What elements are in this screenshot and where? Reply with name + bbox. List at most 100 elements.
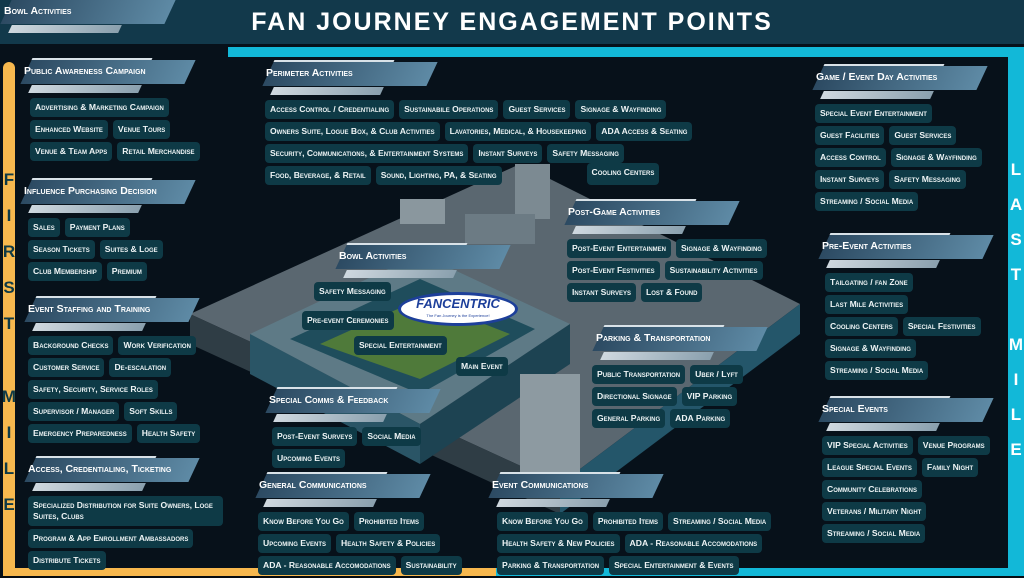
engagement-chip[interactable]: Sustainability Activities [664,261,763,280]
engagement-chip[interactable]: Streaming / Social Media [668,512,772,531]
engagement-chip[interactable]: Special Entertainment [354,336,447,355]
engagement-chip[interactable]: Health Safety & Policies [336,534,441,553]
engagement-chip[interactable]: Retail Merchandise [117,142,200,161]
engagement-chip[interactable]: Enhanced Website [30,120,108,139]
engagement-chip[interactable]: Suites & Loge [99,240,163,259]
engagement-chip[interactable]: Veterans / Military Night [822,502,927,521]
engagement-chip[interactable]: Cooling Centers [825,317,898,336]
engagement-chip[interactable]: Sales [28,218,60,237]
engagement-chip[interactable]: Venue Programs [917,436,990,455]
engagement-chip[interactable]: Public Transportation [592,365,686,384]
engagement-chip[interactable]: Instant Surveys [815,170,884,189]
engagement-chip[interactable]: Pre-event Ceremonies [302,311,394,330]
engagement-chip[interactable]: Directional Signage [592,387,677,406]
engagement-chip[interactable]: Instant Surveys [567,283,636,302]
engagement-chip[interactable]: Soft Skills [124,402,178,421]
engagement-chip[interactable]: Sustainabile Operations [399,100,499,119]
section-title: Influence Purchasing Decision [24,185,157,197]
section-header: Perimeter Activities [262,60,438,96]
engagement-chip[interactable]: Sustainability [400,556,462,575]
engagement-chip[interactable]: Security, Communications, & Entertainmen… [265,144,469,163]
engagement-chip[interactable]: Safety Messaging [888,170,966,189]
engagement-chip[interactable]: Post-Event Festivities [567,261,660,280]
engagement-chip[interactable]: Special Entertainment & Events [609,556,739,575]
engagement-chip[interactable]: Access Control [815,148,886,167]
engagement-chip[interactable]: Social Media [362,427,421,446]
engagement-chip[interactable]: Emergency Preparedness [28,424,132,443]
engagement-chip[interactable]: Streaming / Social Media [815,192,919,211]
engagement-chip[interactable]: Signage & Wayfinding [676,239,767,258]
engagement-chip[interactable]: Parking & Transportation [497,556,605,575]
section-bowl: Bowl Activities [335,243,511,283]
engagement-chip[interactable]: Lost & Found [640,283,703,302]
engagement-chip[interactable]: Special Event Entertainment [815,104,932,123]
engagement-chip[interactable]: Club Membership [28,262,102,281]
engagement-chip[interactable]: Main Event [456,357,508,376]
engagement-chip[interactable]: Lavatories, Medical, & Housekeeping [444,122,592,141]
engagement-chip[interactable]: Health Safety & New Policies [497,534,620,553]
engagement-chip[interactable]: Instant Surveys [473,144,543,163]
engagement-chip[interactable]: Post-Event Entertainmen [567,239,671,258]
engagement-chip[interactable]: Safety, Security, Service Roles [28,380,158,399]
engagement-chip[interactable]: Sound, Lighting, PA, & Seating [375,166,502,185]
engagement-chip[interactable]: Special Festivities [902,317,981,336]
engagement-chip[interactable]: De-escalation [109,358,172,377]
engagement-chip[interactable]: Streaming / Social Media [825,361,929,380]
engagement-chip[interactable]: Know Before You Go [497,512,588,531]
engagement-chip[interactable]: Food, Beverage, & Retail [265,166,371,185]
engagement-chip[interactable]: ADA - Reasonable Accomodations [624,534,763,553]
engagement-chip[interactable]: General Parking [592,409,666,428]
section-title: Special Comms & Feedback [269,394,389,406]
chip-row: Upcoming Events Health Safety & Policies [255,534,462,553]
engagement-chip[interactable]: Owners Suite, Logue Box, & Club Activiti… [265,122,440,141]
engagement-chip[interactable]: Safety Messaging [547,144,624,163]
engagement-chip[interactable]: Customer Service [28,358,105,377]
engagement-chip[interactable]: ADA Access & Seating [596,122,693,141]
engagement-chip[interactable]: Payment Plans [64,218,130,237]
engagement-chip[interactable]: Advertising & Marketing Campaign [30,98,169,117]
engagement-chip[interactable]: Upcoming Events [258,534,331,553]
engagement-chip[interactable]: VIP Parking [681,387,738,406]
engagement-chip[interactable]: Cooling Centers [586,163,660,185]
engagement-chip[interactable]: Health Safety [136,424,201,443]
engagement-chip[interactable]: Safety Messaging [314,282,391,301]
section-title: General Communications [259,479,367,491]
engagement-chip[interactable]: Distribute Tickets [28,551,106,570]
engagement-chip[interactable]: Background Checks [28,336,114,355]
engagement-chip[interactable]: Supervisor / Manager [28,402,120,421]
engagement-chip[interactable]: Access Control / Credentialing [265,100,395,119]
engagement-chip[interactable]: Tailgating / fan Zone [825,273,913,292]
engagement-chip[interactable]: Venue Tours [112,120,171,139]
engagement-chip[interactable]: Last Mile Activities [825,295,909,314]
chip-row: Distribute Tickets [24,551,223,570]
engagement-chip[interactable]: Prohibited Items [592,512,664,531]
engagement-chip[interactable]: Community Celebrations [822,480,923,499]
engagement-chip[interactable]: Specialized Distribution for Suite Owner… [28,496,223,526]
engagement-chip[interactable]: Post-Event Surveys [272,427,358,446]
engagement-chip[interactable]: Program & App Enrollment Ambassadors [28,529,194,548]
chip-row: Signage & Wayfinding [818,339,988,358]
engagement-chip[interactable]: Guest Facilities [815,126,885,145]
engagement-chip[interactable]: Streaming / Social Media [822,524,926,543]
engagement-chip[interactable]: Guest Services [503,100,571,119]
engagement-chip[interactable]: Signage & Wayfinding [575,100,667,119]
engagement-chip[interactable]: Know Before You Go [258,512,349,531]
engagement-chip[interactable]: VIP Special Activities [822,436,913,455]
engagement-chip[interactable]: Season Tickets [28,240,95,259]
engagement-chip[interactable]: Venue & Team Apps [30,142,113,161]
engagement-chip[interactable]: Signage & Wayfinding [825,339,916,358]
engagement-chip[interactable]: ADA Parking [670,409,731,428]
engagement-chip[interactable]: Work Verification [118,336,196,355]
engagement-chip[interactable]: League Special Events [822,458,917,477]
engagement-chip[interactable]: ADA - Reasonable Accomodations [258,556,396,575]
section-header: Event Staffing and Training [24,296,200,332]
section-title: Perimeter Activities [266,67,353,79]
engagement-chip[interactable]: Family Night [921,458,979,477]
engagement-chip[interactable]: Signage & Wayfinding [890,148,982,167]
engagement-chip[interactable]: Upcoming Events [272,449,345,468]
engagement-chip[interactable]: Premium [106,262,147,281]
engagement-chip[interactable]: Guest Services [889,126,957,145]
engagement-chip[interactable]: Uber / Lyft [690,365,743,384]
engagement-chip[interactable]: Prohibited Items [353,512,425,531]
